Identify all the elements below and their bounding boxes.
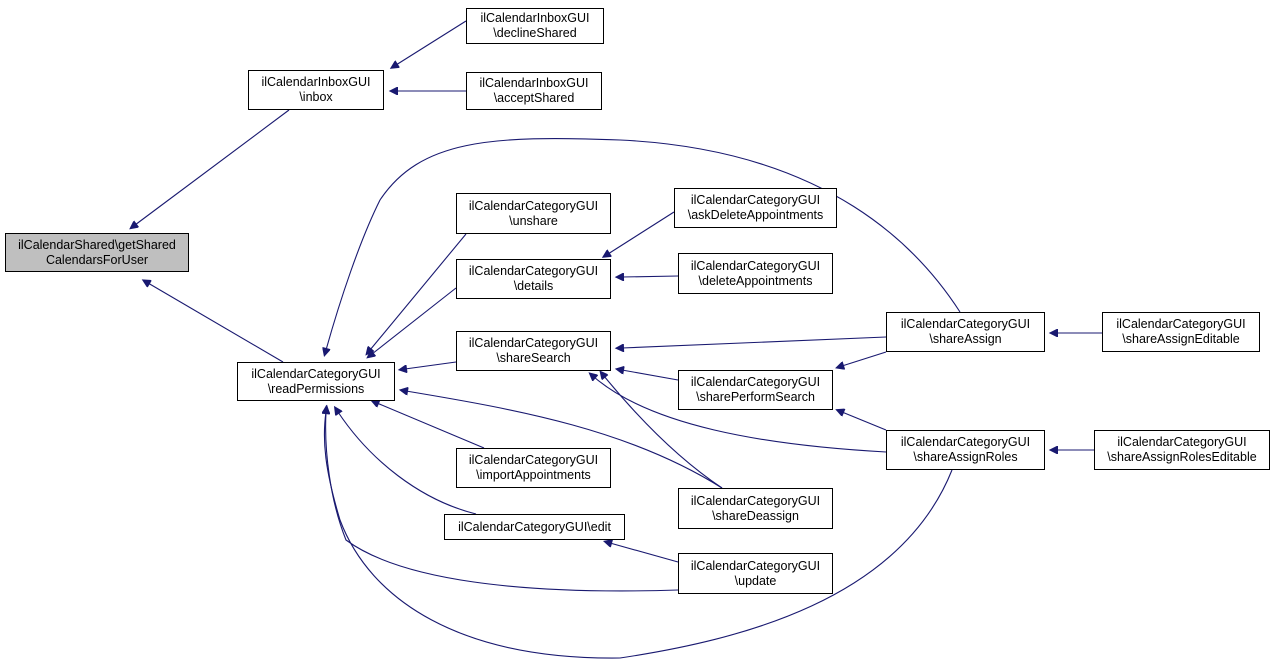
- edge-sharePerformSearch-to-shareSearch: [622, 370, 679, 381]
- node-root-line1: ilCalendarShared\getShared: [18, 237, 176, 252]
- node-details[interactable]: ilCalendarCategoryGUI \details: [456, 259, 611, 299]
- edge-readPermissions-to-root: [148, 283, 284, 363]
- edge-edit-to-readPermissions: [338, 412, 477, 515]
- node-shareAssignRoles[interactable]: ilCalendarCategoryGUI \shareAssignRoles: [886, 430, 1045, 470]
- node-askDeleteAppointments[interactable]: ilCalendarCategoryGUI \askDeleteAppointm…: [674, 188, 837, 228]
- node-readPermissions[interactable]: ilCalendarCategoryGUI \readPermissions: [237, 362, 395, 401]
- node-shareAssignRoles-line2: \shareAssignRoles: [913, 450, 1018, 464]
- node-importAppointments[interactable]: ilCalendarCategoryGUI \importAppointment…: [456, 448, 611, 488]
- node-details-line1: ilCalendarCategoryGUI: [468, 264, 599, 278]
- node-acceptShared[interactable]: ilCalendarInboxGUI \acceptShared: [466, 72, 602, 110]
- node-deleteAppointments-line2: \deleteAppointments: [698, 273, 813, 288]
- node-readPermissions-line1: ilCalendarCategoryGUI: [251, 366, 381, 381]
- node-shareSearch[interactable]: ilCalendarCategoryGUI \shareSearch: [456, 331, 611, 371]
- node-askDeleteAppointments-line1: ilCalendarCategoryGUI: [690, 193, 821, 207]
- node-shareAssignRoles-line1: ilCalendarCategoryGUI: [900, 435, 1031, 449]
- node-inbox[interactable]: ilCalendarInboxGUI \inbox: [248, 70, 384, 110]
- edge-shareAssign-to-readPermissions: [326, 137, 961, 350]
- node-deleteAppointments-line1: ilCalendarCategoryGUI: [690, 258, 821, 273]
- edge-inbox-to-root: [135, 109, 290, 225]
- edge-details-to-readPermissions: [372, 287, 457, 354]
- node-sharePerformSearch-line2: \sharePerformSearch: [696, 390, 815, 404]
- edge-askDeleteAppointments-to-details: [608, 211, 675, 254]
- node-root: ilCalendarShared\getShared CalendarsForU…: [5, 233, 189, 272]
- node-update-line2: \update: [734, 573, 777, 588]
- edge-shareAssign-to-shareSearch: [622, 336, 887, 348]
- edge-importAppointments-to-readPermissions: [377, 403, 485, 449]
- node-shareSearch-line1: ilCalendarCategoryGUI: [468, 336, 599, 350]
- node-acceptShared-line1: ilCalendarInboxGUI: [479, 76, 589, 90]
- node-shareSearch-line2: \shareSearch: [496, 351, 571, 365]
- node-edit[interactable]: ilCalendarCategoryGUI\edit: [444, 514, 625, 540]
- edge-update-to-readPermissions: [326, 412, 679, 592]
- node-details-line2: \details: [513, 279, 554, 293]
- node-shareDeassign[interactable]: ilCalendarCategoryGUI \shareDeassign: [678, 488, 833, 529]
- node-shareDeassign-line2: \shareDeassign: [712, 508, 799, 523]
- node-importAppointments-line1: ilCalendarCategoryGUI: [468, 453, 599, 467]
- edge-shareDeassign-to-readPermissions: [406, 391, 723, 489]
- node-acceptShared-line2: \acceptShared: [493, 91, 575, 105]
- node-shareAssignRolesEditable[interactable]: ilCalendarCategoryGUI \shareAssignRolesE…: [1094, 430, 1270, 470]
- edge-shareAssignRoles-to-readPermissions: [324, 412, 953, 659]
- edge-unshare-to-readPermissions: [370, 233, 467, 350]
- node-shareAssignEditable[interactable]: ilCalendarCategoryGUI \shareAssignEditab…: [1102, 312, 1260, 352]
- node-declineShared-line2: \declineShared: [493, 26, 577, 40]
- node-shareAssignEditable-line1: ilCalendarCategoryGUI: [1116, 317, 1246, 331]
- node-shareAssignRolesEditable-line1: ilCalendarCategoryGUI: [1117, 435, 1247, 449]
- node-inbox-line2: \inbox: [299, 90, 333, 104]
- edge-shareAssignRoles-to-sharePerformSearch: [842, 412, 887, 431]
- node-sharePerformSearch-line1: ilCalendarCategoryGUI: [690, 375, 821, 389]
- node-sharePerformSearch[interactable]: ilCalendarCategoryGUI \sharePerformSearc…: [678, 370, 833, 410]
- node-declineShared[interactable]: ilCalendarInboxGUI \declineShared: [466, 8, 604, 44]
- edge-shareSearch-to-readPermissions: [405, 361, 457, 369]
- node-update[interactable]: ilCalendarCategoryGUI \update: [678, 553, 833, 594]
- edge-declineShared-to-inbox: [396, 20, 467, 65]
- node-readPermissions-line2: \readPermissions: [267, 381, 365, 396]
- node-shareAssign-line2: \shareAssign: [929, 332, 1002, 346]
- node-root-line2: CalendarsForUser: [45, 252, 149, 267]
- node-deleteAppointments[interactable]: ilCalendarCategoryGUI \deleteAppointment…: [678, 253, 833, 294]
- node-declineShared-line1: ilCalendarInboxGUI: [480, 11, 590, 25]
- node-shareAssignEditable-line2: \shareAssignEditable: [1122, 332, 1240, 346]
- node-shareAssignRolesEditable-line2: \shareAssignRolesEditable: [1107, 450, 1257, 464]
- edge-update-to-edit: [610, 543, 679, 563]
- edge-shareDeassign-to-shareSearch: [604, 376, 723, 489]
- node-unshare-line2: \unshare: [509, 213, 558, 228]
- edge-shareAssign-to-sharePerformSearch: [842, 351, 887, 366]
- node-edit-line1: ilCalendarCategoryGUI\edit: [458, 519, 611, 534]
- node-shareAssign[interactable]: ilCalendarCategoryGUI \shareAssign: [886, 312, 1045, 352]
- node-shareDeassign-line1: ilCalendarCategoryGUI: [690, 493, 821, 508]
- node-importAppointments-line2: \importAppointments: [476, 468, 591, 482]
- node-inbox-line1: ilCalendarInboxGUI: [261, 75, 371, 89]
- node-unshare[interactable]: ilCalendarCategoryGUI \unshare: [456, 193, 611, 234]
- edge-deleteAppointments-to-details: [622, 276, 679, 277]
- node-unshare-line1: ilCalendarCategoryGUI: [468, 198, 599, 213]
- edge-shareAssignRoles-to-shareSearch: [594, 377, 887, 453]
- node-shareAssign-line1: ilCalendarCategoryGUI: [900, 317, 1031, 331]
- node-update-line1: ilCalendarCategoryGUI: [690, 558, 821, 573]
- node-askDeleteAppointments-line2: \askDeleteAppointments: [687, 208, 824, 222]
